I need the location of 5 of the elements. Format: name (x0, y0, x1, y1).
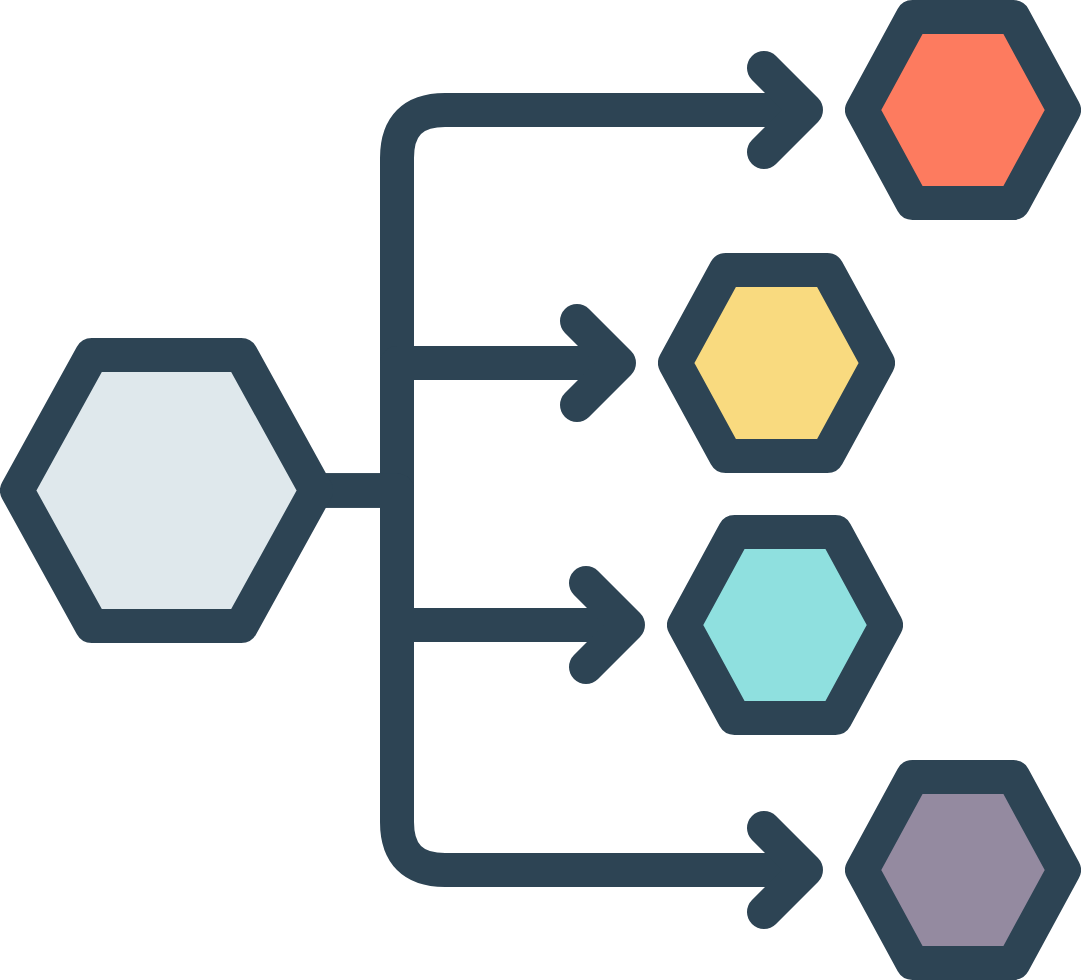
hexagon-shape (845, 760, 1081, 980)
arrow (324, 473, 823, 929)
hexagon-shape (845, 0, 1081, 220)
hexagon-shape (667, 515, 903, 735)
hexagon-shape (658, 253, 895, 473)
